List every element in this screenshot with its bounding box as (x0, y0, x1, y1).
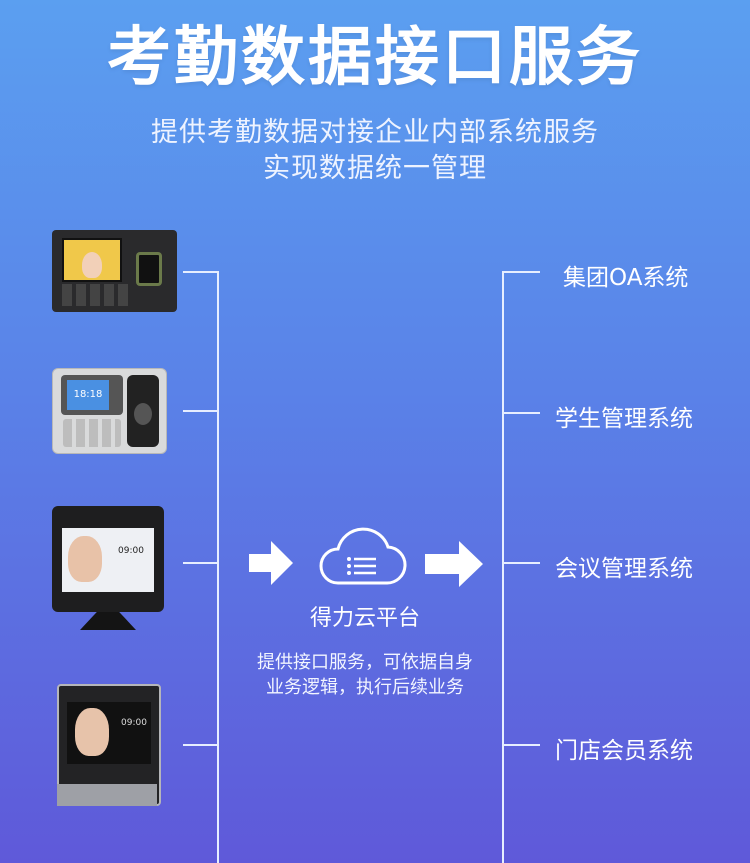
fingerprint-sensor (136, 252, 162, 286)
page-subtitle-line2: 实现数据统一管理 (263, 153, 487, 184)
right-branch-3 (502, 562, 540, 564)
device-screen: 09:00 (62, 528, 154, 592)
left-branch-4 (183, 744, 219, 746)
device-clock: 09:00 (118, 546, 144, 556)
face-photo (82, 252, 102, 278)
cloud-icon (319, 527, 407, 585)
target-system-meeting: 会议管理系统 (555, 556, 693, 582)
face-recognition-terminal: 09:00 (52, 506, 164, 630)
device-clock: 09:00 (121, 718, 147, 728)
fingerprint-sensor (127, 375, 159, 447)
device-screen-frame: 18:18 (61, 375, 123, 415)
device-screen: 18:18 (67, 380, 109, 410)
keypad (63, 419, 121, 447)
device-screen: 09:00 (67, 702, 151, 764)
device-stand (80, 612, 136, 630)
left-branch-3 (183, 562, 219, 564)
platform-name: 得力云平台 (309, 606, 420, 631)
target-system-student: 学生管理系统 (555, 406, 693, 432)
page-subtitle-line1: 提供考勤数据对接企业内部系统服务 (151, 117, 599, 148)
page-title: 考勤数据接口服务 (107, 21, 643, 95)
target-system-oa: 集团OA系统 (563, 265, 689, 291)
right-branch-1 (502, 271, 540, 273)
silver-attendance-device: 18:18 (52, 368, 167, 454)
arrow-right-icon (249, 541, 293, 585)
keypad (62, 284, 132, 306)
right-branch-2 (502, 412, 540, 414)
device-base (57, 784, 157, 806)
target-system-store-member: 门店会员系统 (555, 738, 693, 764)
left-branch-2 (183, 410, 219, 412)
platform-description-line2: 业务逻辑，执行后续业务 (266, 677, 464, 698)
platform-description-line1: 提供接口服务，可依据自身 (257, 652, 473, 673)
right-branch-4 (502, 744, 540, 746)
right-connector-line (502, 272, 504, 863)
arrow-right-icon (425, 541, 483, 587)
left-connector-line (217, 272, 219, 863)
device-screen (62, 238, 122, 282)
fingerprint-attendance-device (52, 230, 177, 312)
face-photo (68, 536, 102, 582)
face-photo (75, 708, 109, 756)
left-branch-1 (183, 271, 219, 273)
wall-face-terminal: 09:00 (57, 684, 161, 806)
